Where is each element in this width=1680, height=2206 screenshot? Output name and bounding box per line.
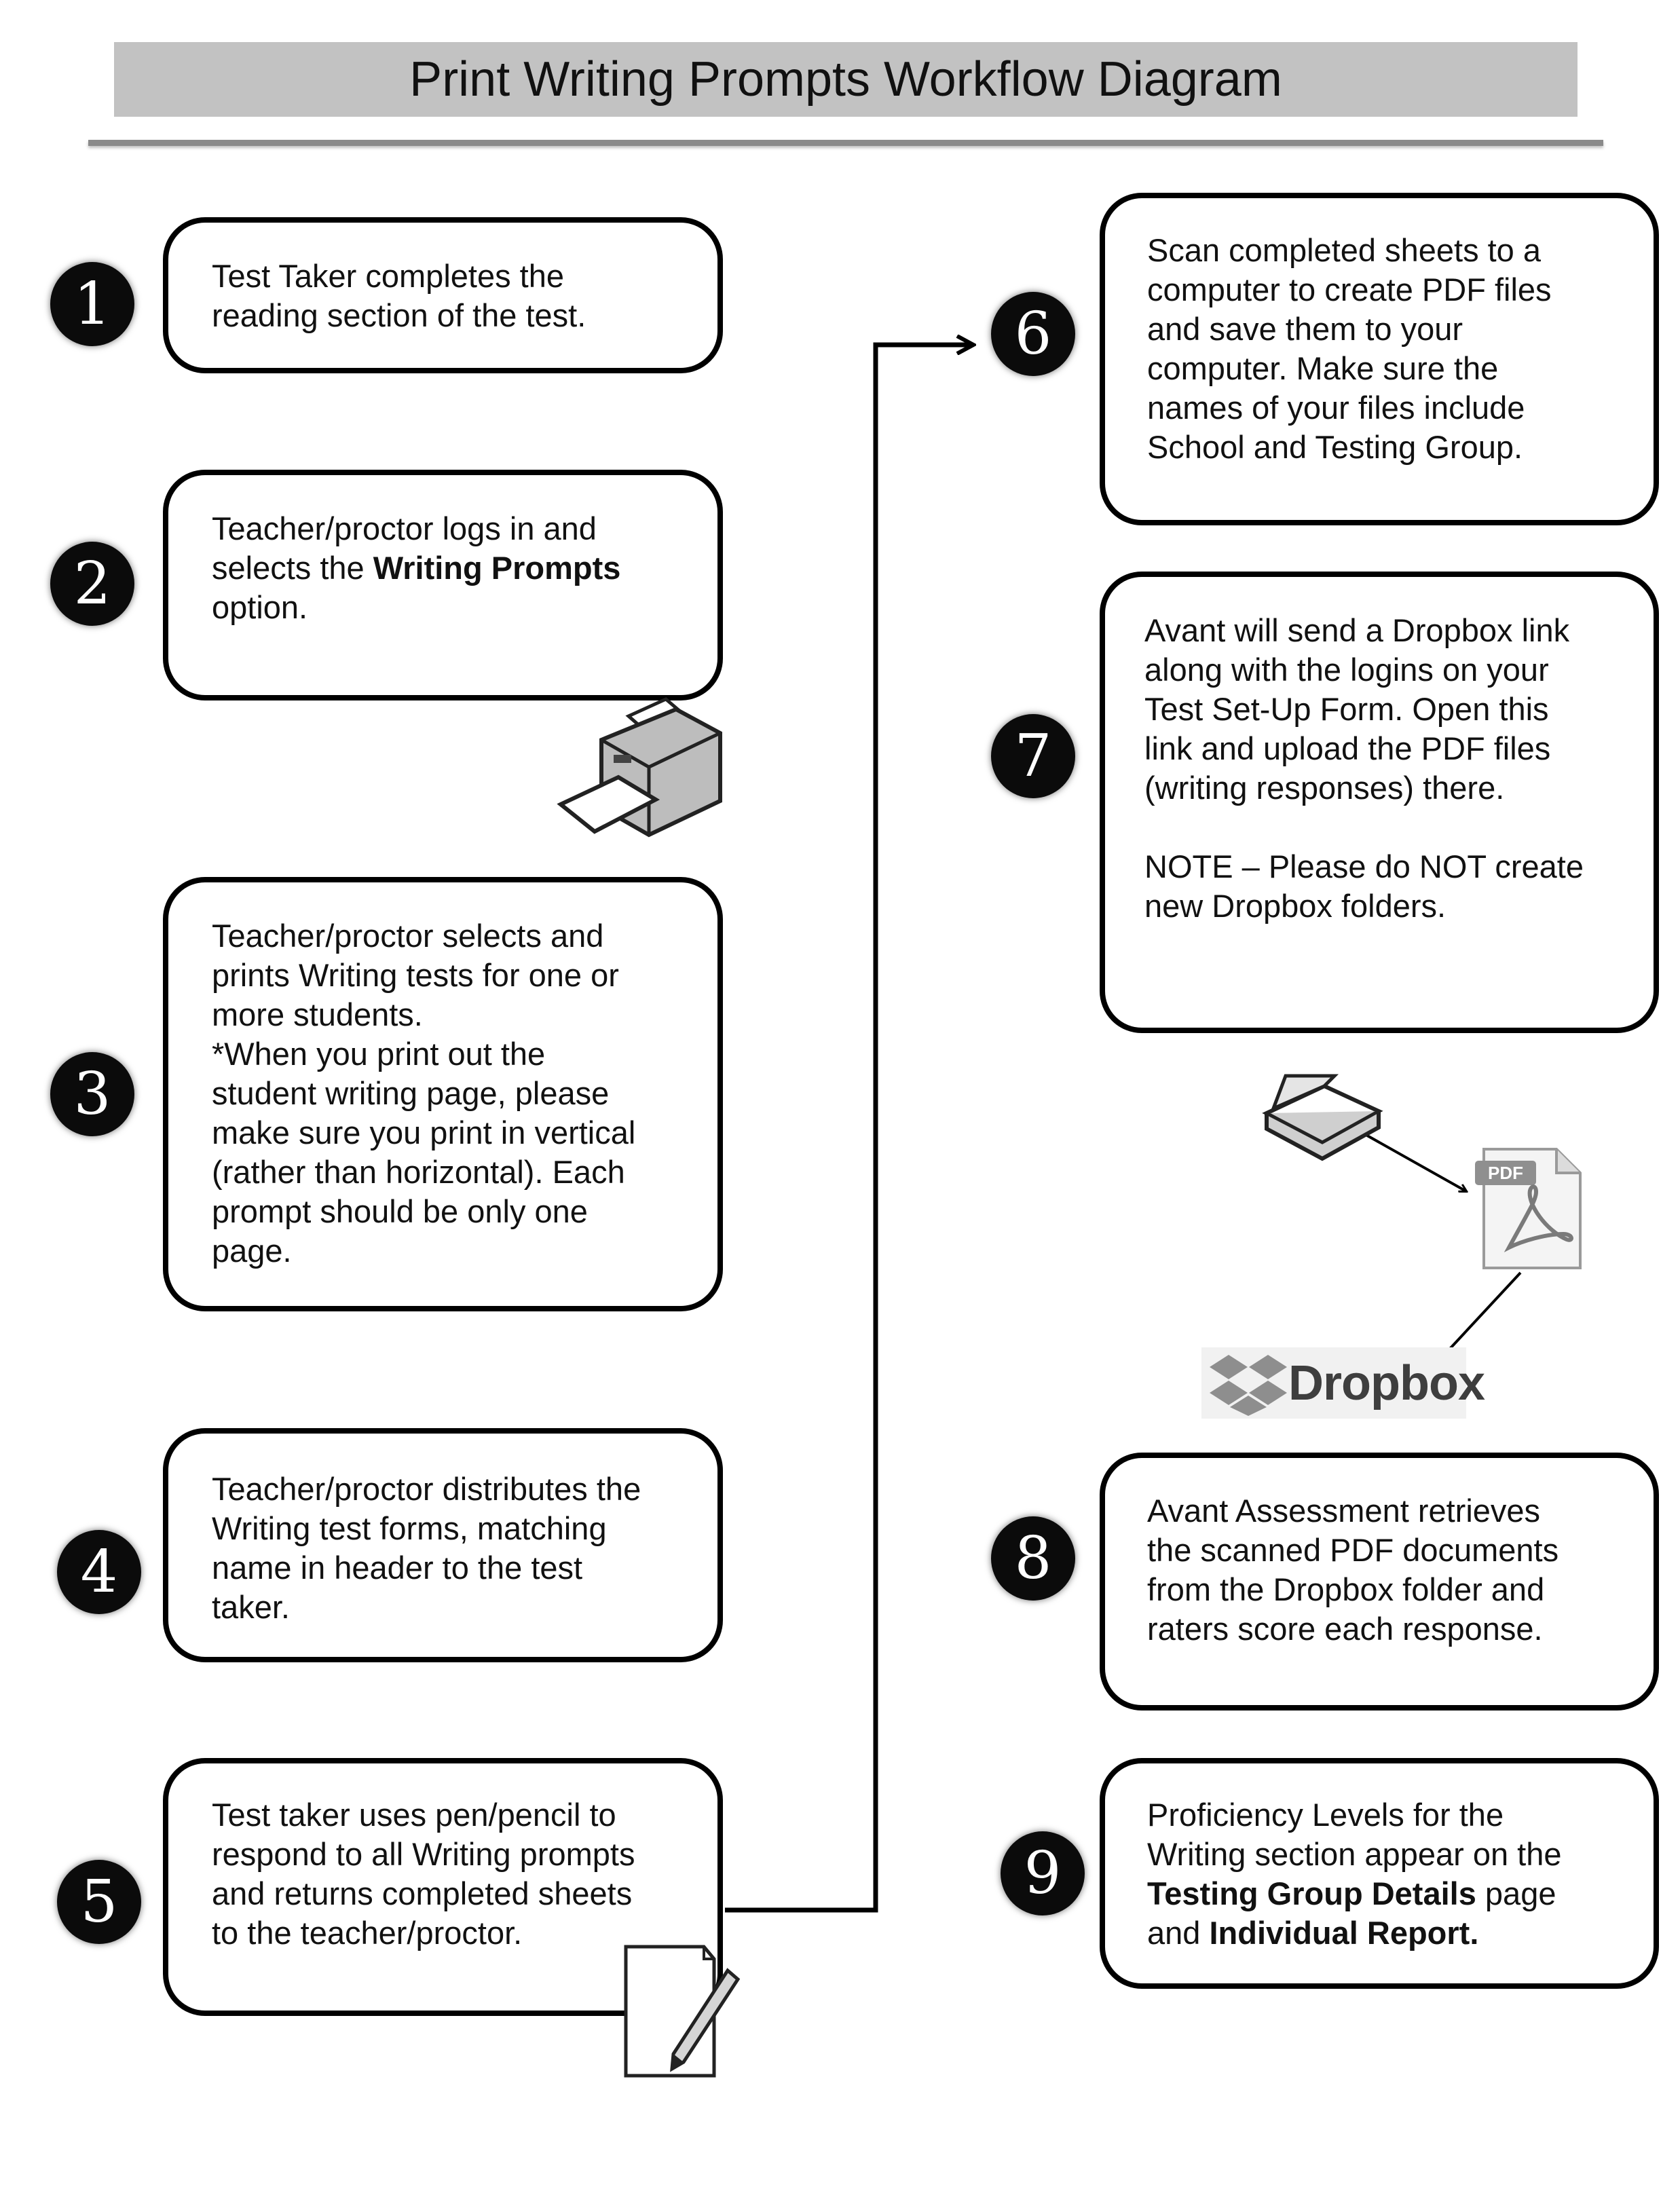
step-8-text: Avant Assessment retrieves the scanned P…: [1147, 1493, 1559, 1647]
step-4-number: 4: [57, 1530, 141, 1614]
step-1-box: [163, 217, 723, 373]
flow-connector-5-to-6: [725, 345, 972, 1913]
step-1-number: 1: [50, 262, 134, 346]
step-6-text: Scan completed sheets to a computer to c…: [1147, 232, 1552, 465]
step-9-number: 9: [1001, 1831, 1085, 1915]
step-6-number: 6: [991, 292, 1075, 376]
step-9-text: Proficiency Levels for the Writing secti…: [1147, 1797, 1562, 1951]
step-9-box: [1100, 1758, 1659, 1989]
diagram-title: Print Writing Prompts Workflow Diagram: [409, 52, 1282, 107]
step-1-text: Test Taker completes the reading section…: [212, 258, 586, 333]
title-divider: [88, 140, 1603, 146]
step-7-box: [1100, 572, 1659, 1033]
step-4-box: [163, 1428, 723, 1662]
scanner-to-pdf-arrow: [1357, 1129, 1466, 1191]
step-3-box: [163, 877, 723, 1311]
step-2-number: 2: [50, 542, 134, 626]
step-8-number: 8: [991, 1516, 1075, 1601]
dropbox-logo: Dropbox: [1201, 1347, 1485, 1419]
step-4-text: Teacher/proctor distributes the Writing …: [212, 1471, 641, 1625]
step-5-text: Test taker uses pen/pencil to respond to…: [212, 1797, 635, 1951]
step-2-text: Teacher/proctor logs in and selects the …: [212, 510, 621, 625]
pdf-file-icon: PDF: [1475, 1148, 1582, 1269]
dropbox-wordmark: Dropbox: [1288, 1356, 1485, 1410]
step-5-number: 5: [57, 1860, 141, 1944]
step-3-text: Teacher/proctor selects and prints Writi…: [212, 918, 636, 1269]
step-3-number: 3: [50, 1052, 134, 1136]
dropbox-box-icon: [1210, 1355, 1287, 1416]
step-7-text: Avant will send a Dropbox link along wit…: [1144, 612, 1584, 924]
paper-pencil-icon: [624, 1945, 741, 2078]
step-2-box: [163, 470, 723, 700]
scanner-icon: [1262, 1074, 1383, 1161]
diagram-title-bar: Print Writing Prompts Workflow Diagram: [114, 42, 1578, 117]
printer-icon: [557, 697, 722, 838]
pdf-label: PDF: [1488, 1163, 1523, 1183]
step-8-box: [1100, 1453, 1659, 1710]
step-6-box: [1100, 193, 1659, 525]
step-7-number: 7: [991, 714, 1075, 798]
